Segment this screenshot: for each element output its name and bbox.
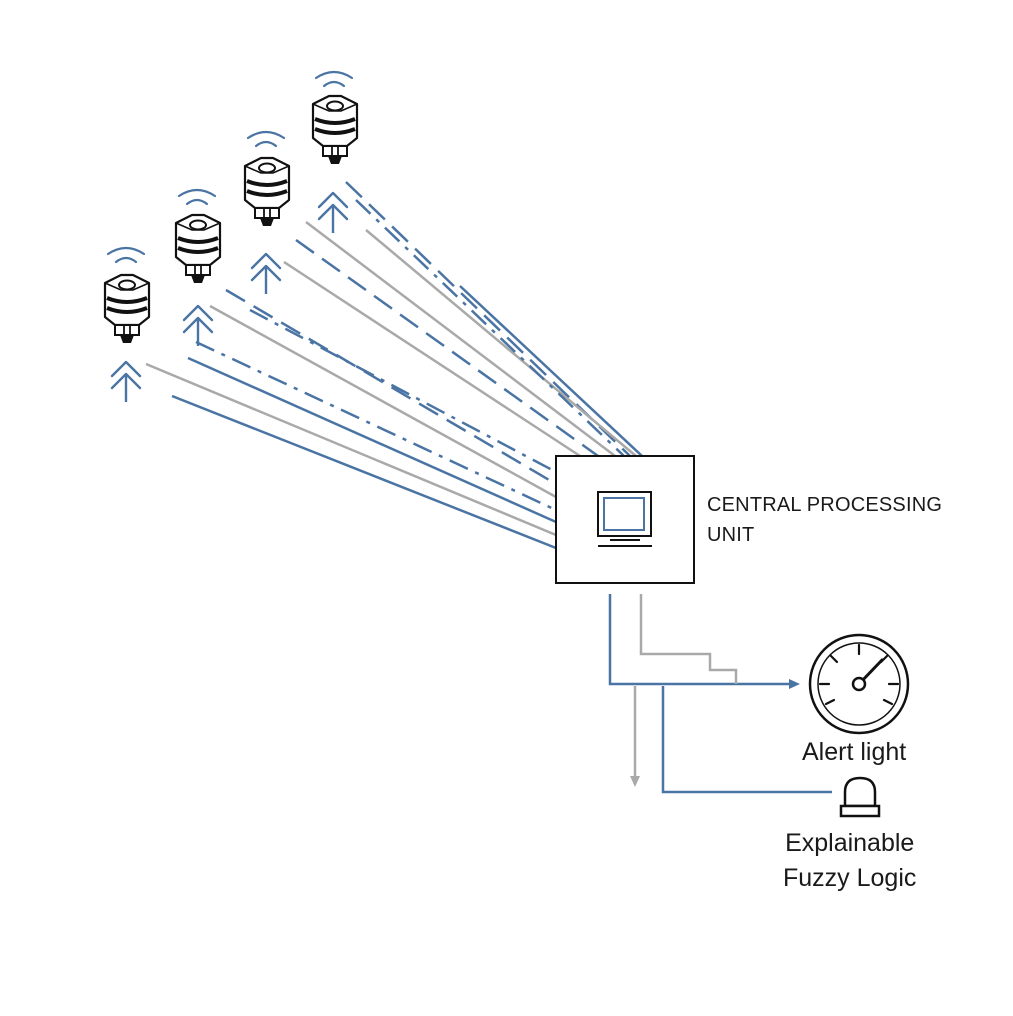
output-line-alert (661, 686, 832, 794)
alert-light-icon (839, 776, 881, 818)
wifi-signal-icon (246, 130, 286, 148)
xai-label-line1: Explainable (785, 829, 915, 857)
explainable-fuzzy-logic-label: Explainable Fuzzy Logic (783, 826, 916, 896)
wifi-signal-icon (177, 188, 217, 206)
arrow-head (630, 776, 640, 787)
monitor-icon (597, 491, 652, 547)
link-line (365, 229, 637, 457)
cpu-box (555, 455, 695, 584)
gauge-icon (808, 633, 910, 735)
alert-light-label: Alert light (802, 738, 907, 766)
link-line (171, 394, 557, 550)
sensor-icon (243, 156, 291, 228)
sensor-3 (243, 130, 291, 296)
link-line (225, 288, 557, 486)
wifi-signal-icon (314, 70, 354, 88)
arrow-head (789, 679, 800, 689)
link-line (209, 304, 557, 499)
link-line (187, 356, 557, 524)
output-line-gauge (608, 594, 792, 686)
cpu-label-line1: CENTRAL PROCESSING (707, 494, 943, 516)
xai-label-line2: Fuzzy Logic (783, 864, 917, 892)
double-up-arrow-icon (182, 304, 214, 348)
cpu-label-line2: UNIT (707, 524, 755, 546)
sensor-icon (174, 213, 222, 285)
link-line (145, 362, 557, 537)
double-up-arrow-icon (250, 252, 282, 296)
output-links (608, 594, 832, 794)
sensor-icon (103, 273, 151, 345)
sensor-links (145, 181, 643, 550)
sensor-1 (103, 246, 151, 404)
link-line (249, 308, 557, 474)
double-up-arrow-icon (110, 360, 142, 404)
wifi-signal-icon (106, 246, 146, 264)
cpu-label: CENTRAL PROCESSING UNIT (707, 490, 942, 550)
sensor-4 (311, 70, 359, 235)
link-line (283, 260, 581, 458)
output-line-gray (639, 594, 738, 684)
link-line (295, 238, 599, 458)
link-line (355, 199, 625, 457)
sensor-2 (174, 188, 222, 348)
link-line (195, 340, 557, 512)
link-line (305, 221, 616, 457)
double-up-arrow-icon (317, 191, 349, 235)
sensor-icon (311, 94, 359, 166)
link-line (459, 285, 643, 457)
